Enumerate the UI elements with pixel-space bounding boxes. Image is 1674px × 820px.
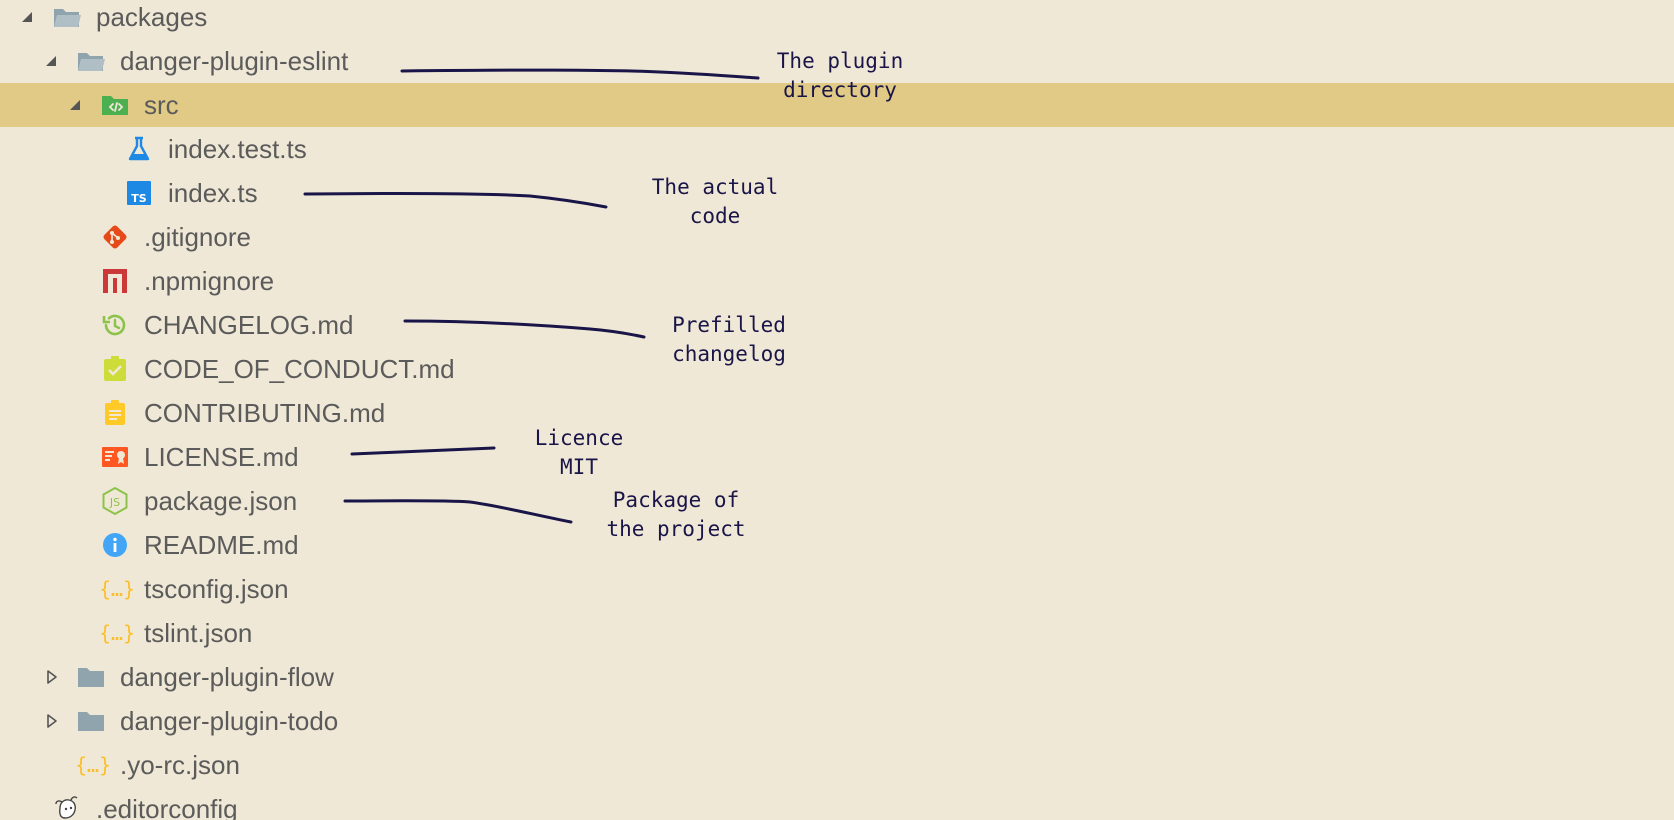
svg-text:TS: TS: [131, 192, 147, 205]
tree-row-package-json[interactable]: JS package.json: [0, 479, 1674, 523]
tree-item-label: .editorconfig: [96, 794, 238, 820]
svg-text:{…}: {…}: [76, 753, 110, 777]
folder-open-icon: [52, 2, 82, 32]
chevron-down-icon[interactable]: [20, 6, 34, 28]
chevron-down-icon[interactable]: [44, 50, 58, 72]
svg-text:{…}: {…}: [100, 621, 134, 645]
tree-item-label: .yo-rc.json: [120, 750, 240, 780]
tree-item-label: danger-plugin-eslint: [120, 46, 349, 76]
contributing-clipboard-icon: [100, 398, 130, 428]
tree-item-label: tsconfig.json: [144, 574, 289, 604]
tree-row-danger-plugin-eslint[interactable]: danger-plugin-eslint: [0, 39, 1674, 83]
tree-item-label: src: [144, 90, 179, 120]
tree-row-src[interactable]: src: [0, 83, 1674, 127]
changelog-history-icon: [100, 310, 130, 340]
tree-row-gitignore[interactable]: .gitignore: [0, 215, 1674, 259]
tree-row-index-test-ts[interactable]: index.test.ts: [0, 127, 1674, 171]
folder-open-icon: [76, 46, 106, 76]
tree-item-label: README.md: [144, 530, 299, 560]
test-flask-icon: [124, 134, 154, 164]
tree-item-label: index.test.ts: [168, 134, 307, 164]
tree-item-label: index.ts: [168, 178, 258, 208]
tree-row-index-ts[interactable]: TS index.ts: [0, 171, 1674, 215]
tree-item-label: package.json: [144, 486, 298, 516]
svg-text:{…}: {…}: [100, 577, 134, 601]
info-icon: [100, 530, 130, 560]
tree-row-changelog-md[interactable]: CHANGELOG.md: [0, 303, 1674, 347]
tree-row-tsconfig-json[interactable]: {…} tsconfig.json: [0, 567, 1674, 611]
tree-row-danger-plugin-flow[interactable]: danger-plugin-flow: [0, 655, 1674, 699]
git-icon: [100, 222, 130, 252]
tree-item-label: .gitignore: [144, 222, 251, 252]
tree-row-yo-rc-json[interactable]: {…} .yo-rc.json: [0, 743, 1674, 787]
chevron-down-icon[interactable]: [68, 94, 82, 116]
editorconfig-mouse-icon: [52, 794, 82, 820]
tree-item-label: CODE_OF_CONDUCT.md: [144, 354, 455, 384]
tree-row-editorconfig[interactable]: .editorconfig: [0, 787, 1674, 820]
folder-closed-icon: [76, 706, 106, 736]
chevron-right-icon[interactable]: [45, 666, 59, 688]
conduct-check-icon: [100, 354, 130, 384]
svg-text:JS: JS: [109, 496, 120, 509]
json-braces-icon: {…}: [76, 750, 110, 780]
json-braces-icon: {…}: [100, 574, 134, 604]
tree-item-label: LICENSE.md: [144, 442, 299, 472]
tree-row-packages[interactable]: packages: [0, 0, 1674, 39]
folder-src-icon: [100, 90, 130, 120]
tree-item-label: tslint.json: [144, 618, 253, 648]
tree-row-readme-md[interactable]: README.md: [0, 523, 1674, 567]
tree-row-danger-plugin-todo[interactable]: danger-plugin-todo: [0, 699, 1674, 743]
tree-item-label: packages: [96, 2, 208, 32]
tree-row-npmignore[interactable]: .npmignore: [0, 259, 1674, 303]
tree-item-label: CONTRIBUTING.md: [144, 398, 386, 428]
tree-row-tslint-json[interactable]: {…} tslint.json: [0, 611, 1674, 655]
typescript-icon: TS: [124, 178, 154, 208]
tree-row-license-md[interactable]: LICENSE.md: [0, 435, 1674, 479]
json-braces-icon: {…}: [100, 618, 134, 648]
npm-icon: [100, 266, 130, 296]
tree-item-label: .npmignore: [144, 266, 275, 296]
tree-item-label: danger-plugin-flow: [120, 662, 334, 692]
chevron-right-icon[interactable]: [45, 710, 59, 732]
nodejs-icon: JS: [100, 486, 130, 516]
license-certificate-icon: [100, 442, 130, 472]
tree-row-contributing-md[interactable]: CONTRIBUTING.md: [0, 391, 1674, 435]
tree-item-label: CHANGELOG.md: [144, 310, 354, 340]
tree-row-code-of-conduct-md[interactable]: CODE_OF_CONDUCT.md: [0, 347, 1674, 391]
folder-closed-icon: [76, 662, 106, 692]
tree-item-label: danger-plugin-todo: [120, 706, 339, 736]
